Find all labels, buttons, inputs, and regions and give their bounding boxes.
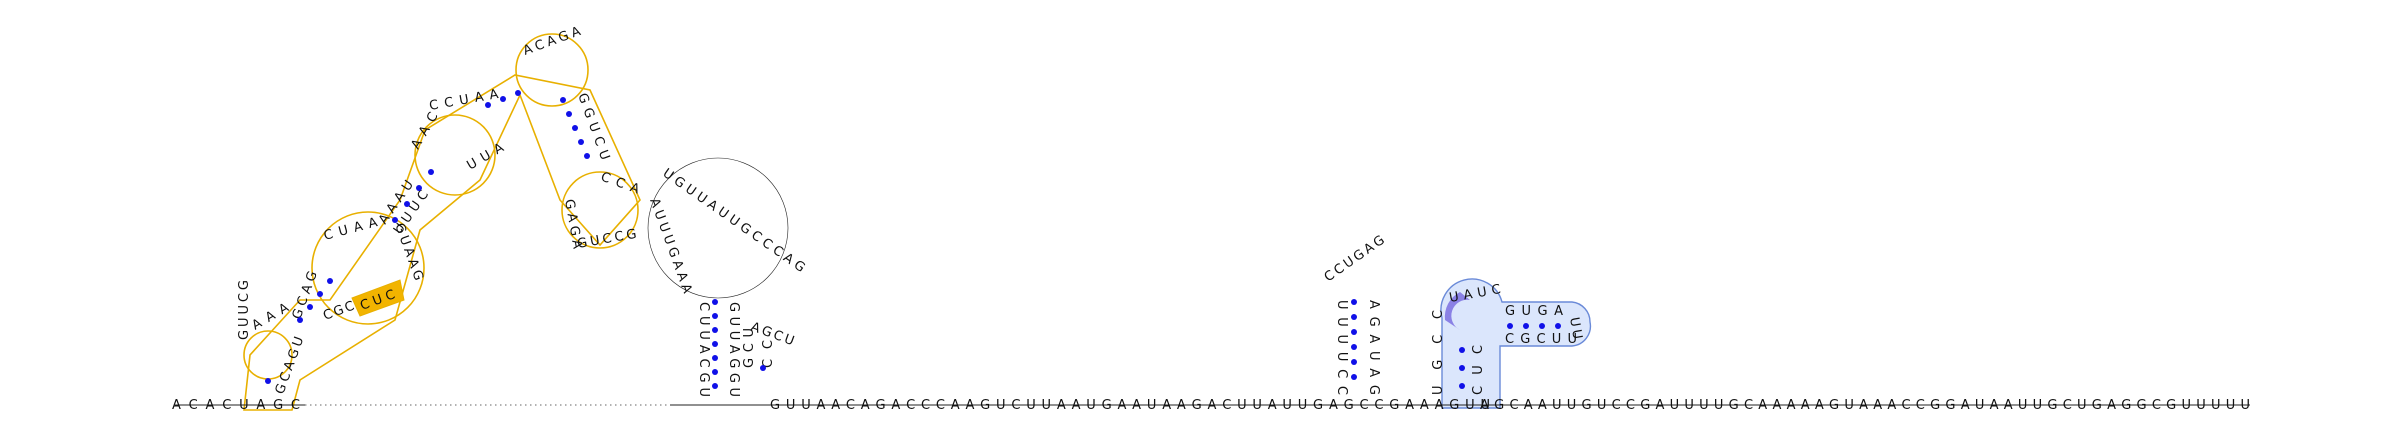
orange-cuc-highlight: [351, 279, 405, 317]
base-pair-dot: [1351, 314, 1357, 320]
stem2-5p: G C A G: [290, 269, 321, 321]
after-highlight: C G C: [321, 299, 356, 324]
base-pair-dot: [712, 299, 718, 305]
small-hairpin: G C U A G C U C C: [742, 320, 796, 368]
orange-domain-bases: G U U C G A A A G C A G U G C A G C U A …: [237, 24, 641, 396]
blue-inner-bottom: C G C U U: [1505, 332, 1577, 347]
stem-a: C U U A C G U G U U A G G U: [696, 302, 741, 397]
base-pair-dot: [566, 111, 572, 117]
blue-tip: U U: [1566, 316, 1585, 340]
orange-domain-outline: [243, 33, 641, 411]
purple-highlight: [1444, 292, 1470, 330]
base-pair-dot: [1555, 323, 1561, 329]
stem4-5p: C C U A A: [428, 87, 500, 114]
base-pair-dot: [712, 327, 718, 333]
base-pair-dot: [760, 365, 766, 371]
blue-inner-top: G U G A: [1505, 304, 1563, 319]
big-loop-left: A U U U G A A A: [646, 196, 694, 295]
base-pair-dot: [317, 291, 323, 297]
stem-a-right: G U U A G G U: [726, 302, 741, 397]
base-pair-dot: [1351, 374, 1357, 380]
base-pair-dot: [584, 153, 590, 159]
base-pair-dot: [327, 278, 333, 284]
base-pair-dot: [1351, 329, 1357, 335]
base-pair-dot: [515, 90, 521, 96]
base-pair-dot: [1523, 323, 1529, 329]
base-pair-dot: [578, 139, 584, 145]
base-pair-dot: [1459, 383, 1465, 389]
base-pair-dot: [1351, 344, 1357, 350]
base-pair-dot: [392, 217, 398, 223]
base-pair-dot: [404, 201, 410, 207]
small-hairpin-right: C C: [761, 340, 776, 368]
hairpin-mid-loop: C C U G A G: [1322, 233, 1388, 285]
big-loop-ring: [647, 157, 789, 299]
blue-domain-outline: [1440, 278, 1592, 409]
base-pair-dot: [485, 102, 491, 108]
base-pair-dot: [712, 313, 718, 319]
base-pair-dot: [712, 355, 718, 361]
base-pair-dot: [1351, 299, 1357, 305]
base-pair-dot: [1459, 347, 1465, 353]
base-pair-dot: [500, 96, 506, 102]
top-loop: A C A G A: [521, 24, 583, 59]
small-hairpin-left: G C U: [742, 328, 757, 368]
loop1: A A A: [250, 300, 292, 333]
base-pair-dot: [1459, 365, 1465, 371]
middle-hairpin: U U U U C C C C U G A G A G A U A G: [1322, 233, 1388, 395]
loop3: A A C: [408, 110, 441, 152]
baseline-tail-sequence: A G C A A U U G U C C G A U U U U G C A …: [1480, 398, 2250, 413]
base-pair-dot: [307, 304, 313, 310]
hairpin-mid-left: U U U U C C: [1334, 300, 1349, 395]
base-pair-dot: [265, 378, 271, 384]
stem1-5p: G U U C G: [237, 280, 252, 340]
base-pair-dot: [712, 369, 718, 375]
base-pair-dot: [428, 169, 434, 175]
loop2-5p: C U A A: [322, 215, 379, 244]
base-pair-dot: [560, 97, 566, 103]
base-pair-dot: [297, 317, 303, 323]
blue-right-stem: C U C: [1471, 345, 1486, 395]
base-pair-dots: [265, 90, 1561, 389]
loop5: C C A: [599, 170, 642, 198]
stem1-3p: G C A G U: [273, 335, 308, 397]
stem-a-left: C U U A C G U: [696, 302, 711, 397]
base-pair-dot: [416, 185, 422, 191]
base-pair-dot: [712, 383, 718, 389]
base-pair-dot: [712, 341, 718, 347]
baseline-right-sequence: G U U A A C A G A C C C A A G U C U U A …: [770, 398, 1490, 413]
hairpin-mid-right: A G A U A G: [1366, 300, 1381, 395]
base-pair-dot: [1539, 323, 1545, 329]
base-pair-dot: [1351, 359, 1357, 365]
base-pair-dot: [572, 125, 578, 131]
baseline-left-sequence: A C A C U A G C: [172, 398, 300, 413]
base-pair-dot: [1507, 323, 1513, 329]
